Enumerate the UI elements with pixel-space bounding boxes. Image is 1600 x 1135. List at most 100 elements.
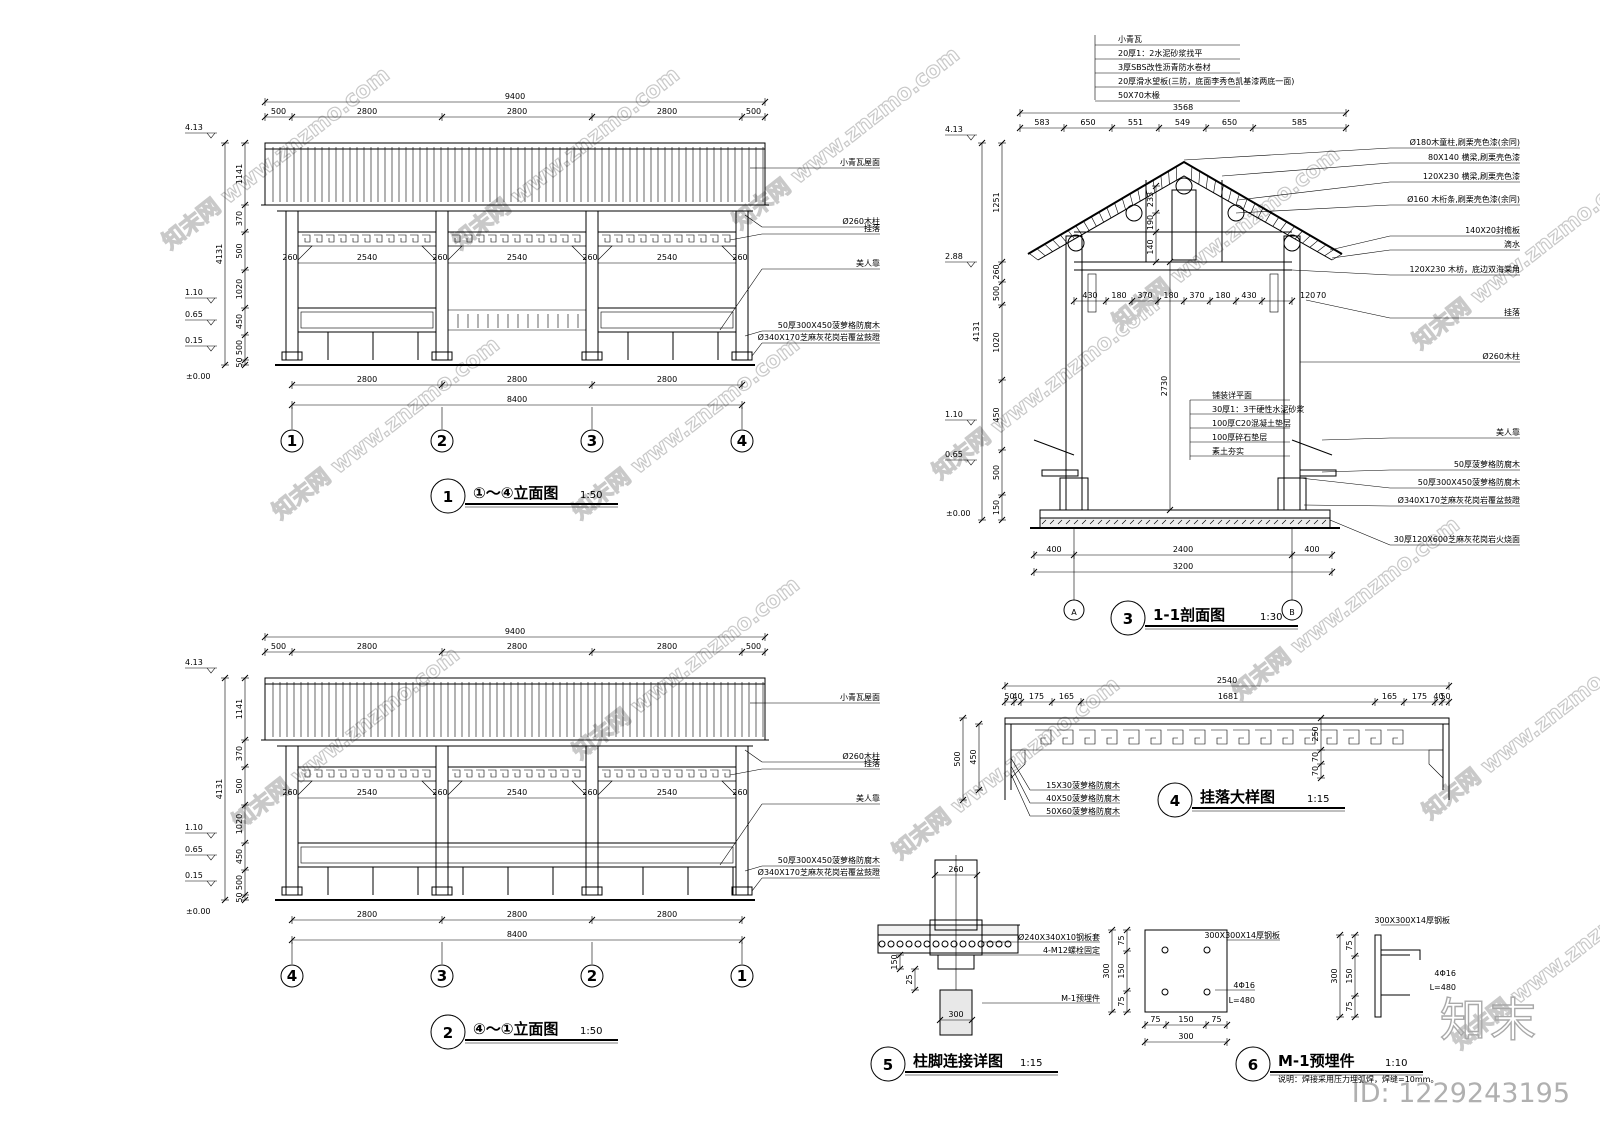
floor-note: 素土夯实 <box>1212 446 1244 456</box>
hanging-fret-pattern <box>572 235 580 242</box>
dim-text: 165 <box>1059 692 1074 701</box>
bench-seat-board <box>298 308 436 332</box>
axis-label: 3 <box>587 432 597 450</box>
title-scale: 1:15 <box>1020 1058 1042 1069</box>
stone-column-base <box>582 352 602 360</box>
section-label: 30厚120X600芝麻灰花岗岩火烧面 <box>1394 534 1520 544</box>
leader-line <box>1330 236 1390 250</box>
dim-text: 25 <box>905 974 914 984</box>
hanging-fret-pattern <box>338 770 346 777</box>
roof-tile-hatch <box>1130 194 1133 205</box>
dim-text: 430 <box>1241 291 1256 300</box>
leader-label: Ø340X170芝麻灰花岗岩覆盆鼓蹬 <box>758 867 880 877</box>
roof-tile-hatch <box>1115 203 1119 213</box>
level-text: 2.88 <box>945 252 963 261</box>
dim-text: 500 <box>235 340 244 355</box>
title-text: 1-1剖面图 <box>1153 606 1225 624</box>
roof-tile-hatch <box>1122 199 1125 210</box>
column-width-text: 260 <box>432 788 447 797</box>
hanging-fret-pattern <box>398 770 406 777</box>
clear-span-text: 2540 <box>357 253 377 262</box>
title-text: ④～①立面图 <box>473 1020 558 1038</box>
stone-column-base <box>732 352 752 360</box>
dim-text: 233 <box>1146 192 1155 207</box>
hanging-fret-pattern <box>524 770 532 777</box>
roof-tile-hatch <box>1161 176 1162 189</box>
leader-label: 50厚300X450菠萝格防腐木 <box>778 320 880 330</box>
dim-text: 549 <box>1175 118 1190 127</box>
title-number: 5 <box>883 1056 893 1074</box>
dim-text: 450 <box>235 314 244 329</box>
level-text: 0.15 <box>185 336 203 345</box>
m1-len-label: L=480 <box>1229 996 1255 1005</box>
dim-text: 9400 <box>505 627 525 636</box>
foot-label: Ø240X340X10钢板套 <box>1018 932 1100 942</box>
fret-corner <box>448 781 462 795</box>
level-text: 1.10 <box>945 410 963 419</box>
fret-corner <box>448 246 462 260</box>
leader-line <box>1306 300 1390 318</box>
leader-line <box>752 878 762 891</box>
gravel-circle <box>888 941 894 947</box>
leader-line <box>1011 774 1030 816</box>
clear-span-text: 2540 <box>507 788 527 797</box>
m1-plate-label: 300X300X14厚钢板 <box>1204 930 1280 940</box>
fret-label: 40X50菠萝格防腐木 <box>1046 793 1120 803</box>
timber-column <box>436 746 448 895</box>
dim-text: 175 <box>1412 692 1427 701</box>
hanging-fret-pattern <box>410 770 418 777</box>
roof-tile-hatch <box>1273 217 1279 226</box>
dim-text: 9400 <box>505 92 525 101</box>
hanging-fret-pattern <box>326 235 334 242</box>
bench-back <box>1292 440 1332 455</box>
dim-text: 2800 <box>507 107 527 116</box>
dim-text: 300 <box>1102 963 1111 978</box>
dim-text: 585 <box>1292 118 1307 127</box>
title-number: 2 <box>443 1024 453 1042</box>
dim-text: 50 <box>1440 692 1450 701</box>
title-scale: 1:30 <box>1260 612 1282 623</box>
floor-note: 30厚1：3干硬性水泥砂浆 <box>1212 404 1304 414</box>
hanging-fret-pattern <box>674 235 682 242</box>
dim-text: 2400 <box>1173 545 1193 554</box>
axis-label: 4 <box>737 432 747 450</box>
leader-line <box>720 804 762 865</box>
dim-text: 4131 <box>215 779 224 799</box>
axis-label: A <box>1071 608 1077 617</box>
roof-tile-hatch <box>1288 226 1295 234</box>
dim-text: 2800 <box>507 375 527 384</box>
roof-tile-hatch <box>1045 245 1052 252</box>
section-label: 滴水 <box>1504 239 1520 249</box>
leader-line <box>730 234 762 240</box>
section-label: 50厚菠萝格防腐木 <box>1454 459 1520 469</box>
dim-text: 450 <box>992 407 1001 422</box>
stone-column-base <box>582 887 602 895</box>
dim-text: 150 <box>992 500 1001 515</box>
roof-tile-hatch <box>1038 249 1046 255</box>
dim-text: 50 <box>235 357 244 367</box>
watermark-text: 知末网 www.znzmo.com <box>1108 142 1345 335</box>
dim-text: 8400 <box>507 930 527 939</box>
dim-text: 180 <box>1163 291 1178 300</box>
title-scale: 1:50 <box>580 1026 602 1037</box>
title-scale: 1:50 <box>580 490 602 501</box>
fret-meander <box>1167 730 1183 744</box>
hanging-fret-pattern <box>488 770 496 777</box>
dim-text: 2800 <box>357 910 377 919</box>
hanging-fret-pattern <box>488 235 496 242</box>
hanging-fret-pattern <box>452 770 460 777</box>
hanging-fret-pattern <box>662 770 670 777</box>
level-marker <box>207 855 215 860</box>
dim-text: 1020 <box>235 814 244 834</box>
m1-rebar-label: 4Φ16 <box>1233 981 1255 990</box>
leader-label: 挂落 <box>864 758 880 768</box>
fret-corner <box>598 246 612 260</box>
hanging-fret-pattern <box>362 235 370 242</box>
dim-text: 450 <box>969 749 978 764</box>
dim-text: 2730 <box>1160 376 1169 396</box>
hanging-fret-pattern <box>614 770 622 777</box>
title-number: 6 <box>1248 1056 1258 1074</box>
dim-text: 75 <box>1211 1015 1221 1024</box>
watermark-text: 知末网 www.znzmo.com <box>1408 162 1600 355</box>
